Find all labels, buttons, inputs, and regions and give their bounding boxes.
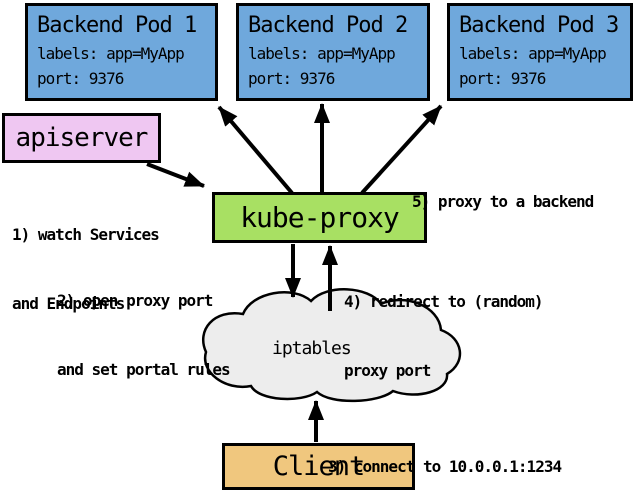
backend-pod-2-labels: labels: app=MyApp xyxy=(248,44,396,63)
backend-pod-1-title: Backend Pod 1 xyxy=(37,13,197,38)
backend-pod-3-title: Backend Pod 3 xyxy=(459,13,619,38)
kube-proxy-label: kube-proxy xyxy=(240,201,400,234)
step-4-annotation: 4) redirect to (random) proxy port xyxy=(344,244,544,428)
arrow-apiserver-to-kubeproxy xyxy=(146,162,205,188)
backend-pod-2-title: Backend Pod 2 xyxy=(248,13,408,38)
iptables-label: iptables xyxy=(272,338,352,359)
backend-pod-3-labels: labels: app=MyApp xyxy=(459,44,607,63)
step-1-line-2: and Endpoints xyxy=(12,294,125,313)
client-label: Client xyxy=(272,451,366,482)
client-box: Client xyxy=(222,443,415,490)
backend-pod-2-box: Backend Pod 2 labels: app=MyApp port: 93… xyxy=(236,3,430,101)
step-5-line-1: 5) proxy to a backend xyxy=(412,192,594,211)
iptables-cloud xyxy=(201,288,462,403)
apiserver-label: apiserver xyxy=(15,123,149,153)
step-1-annotation: 1) watch Services and Endpoints xyxy=(12,177,160,361)
step-3-line-1: 3) connect to 10.0.0.1:1234 xyxy=(328,457,562,476)
kube-proxy-box: kube-proxy xyxy=(212,192,427,243)
step-1-line-1: 1) watch Services xyxy=(12,225,160,244)
step-2-annotation: 2) open proxy port and set portal rules xyxy=(57,243,231,427)
backend-pod-2-port: port: 9376 xyxy=(248,69,335,88)
arrow-kubeproxy-to-pod3 xyxy=(360,104,443,195)
backend-pod-3-box: Backend Pod 3 labels: app=MyApp port: 93… xyxy=(447,3,633,101)
arrow-kubeproxy-to-pod1 xyxy=(217,105,294,195)
step-2-line-2: and set portal rules xyxy=(57,360,231,379)
step-2-line-1: 2) open proxy port xyxy=(57,291,213,310)
step-4-line-1: 4) redirect to (random) xyxy=(344,292,544,311)
step-5-annotation: 5) proxy to a backend xyxy=(412,144,594,259)
apiserver-box: apiserver xyxy=(2,113,161,163)
backend-pod-3-port: port: 9376 xyxy=(459,69,546,88)
step-4-line-2: proxy port xyxy=(344,361,431,380)
backend-pod-1-labels: labels: app=MyApp xyxy=(37,44,185,63)
backend-pod-1-box: Backend Pod 1 labels: app=MyApp port: 93… xyxy=(25,3,218,101)
step-3-annotation: 3) connect to 10.0.0.1:1234 xyxy=(328,409,562,494)
backend-pod-1-port: port: 9376 xyxy=(37,69,124,88)
